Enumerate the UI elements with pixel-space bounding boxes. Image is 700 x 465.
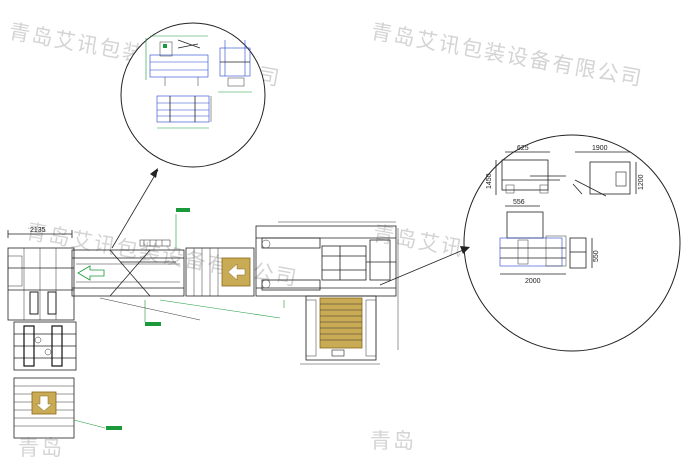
detail-right-side-view: 550 xyxy=(569,237,600,269)
main-case-block xyxy=(221,257,251,287)
center-section xyxy=(255,221,399,365)
detail-top-machine-c xyxy=(156,95,212,129)
left-section: 2135 xyxy=(7,227,122,439)
dim-2135: 2135 xyxy=(30,227,46,234)
detail-right-case-erector: 625 1450 xyxy=(486,145,566,195)
detail-top-machine-b xyxy=(218,40,252,93)
detail-circle-top xyxy=(120,22,266,168)
dim-556: 556 xyxy=(513,199,525,206)
down-arrow-icon xyxy=(35,395,53,412)
left-arrow-block-icon xyxy=(227,263,246,281)
watermark-bottom-fragment-left: 青岛 xyxy=(18,436,64,460)
dim-1450: 1450 xyxy=(486,173,493,189)
main-line xyxy=(71,208,281,326)
left-arrow-icon xyxy=(77,265,105,281)
detail-right-conveyor: 1900 1200 xyxy=(572,145,645,197)
watermark-center: 青岛艾讯包装设备有限公司 xyxy=(24,219,300,291)
detail-right-sealer: 556 2000 xyxy=(499,199,567,285)
pallet-block xyxy=(319,297,363,349)
dim-2000: 2000 xyxy=(525,278,541,285)
watermark-bottom-fragment-right: 青岛 xyxy=(370,429,416,453)
watermark-top-right: 青岛艾讯包装设备有限公司 xyxy=(369,19,645,91)
detail-top-machine-a xyxy=(145,35,209,86)
leader-lines xyxy=(111,168,470,286)
detail-circle-right: 625 1450 1900 1200 556 xyxy=(463,134,681,352)
dim-1900: 1900 xyxy=(592,145,608,152)
dim-625: 625 xyxy=(517,145,529,152)
dim-550: 550 xyxy=(593,250,600,262)
dim-1200: 1200 xyxy=(638,174,645,190)
